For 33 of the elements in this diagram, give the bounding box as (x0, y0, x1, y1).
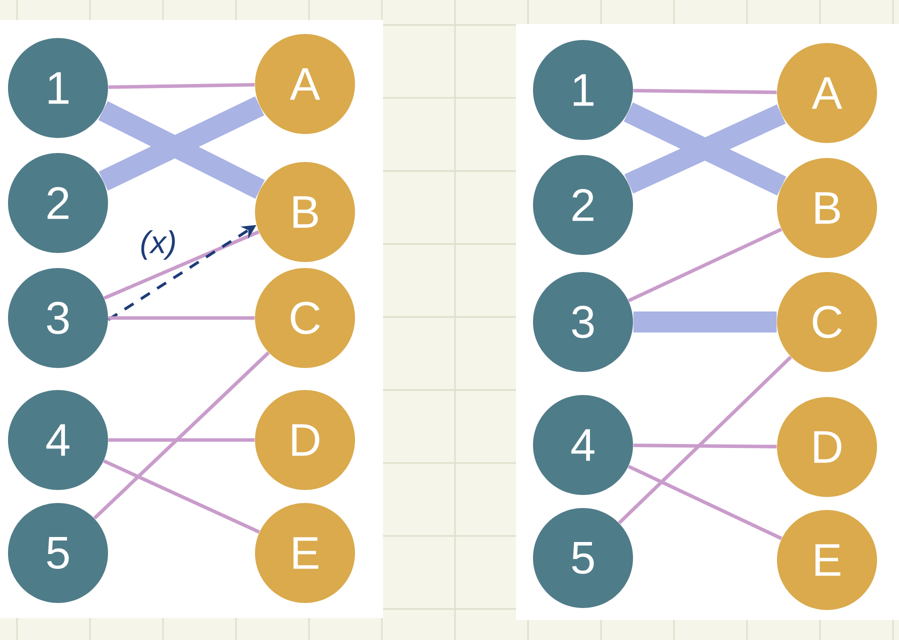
edge-line (628, 464, 782, 540)
circle-node: E (255, 502, 355, 603)
circle-node: E (777, 510, 877, 610)
edge-line (633, 444, 777, 448)
circle-node: 1 (533, 40, 633, 140)
circle-node: C (777, 272, 877, 372)
circle-node: 5 (8, 502, 108, 603)
circle-node: 3 (533, 272, 633, 372)
circle-node: C (255, 268, 355, 368)
circle-node: B (777, 158, 877, 258)
circle-node: A (777, 42, 877, 143)
edge-line (633, 88, 777, 94)
edge-line (108, 438, 255, 442)
circle-node: D (777, 397, 877, 497)
edge-label: (x) (141, 230, 175, 260)
edge-line (103, 459, 260, 534)
edge-line (618, 356, 792, 524)
circle-node: 2 (533, 154, 633, 255)
circle-node: D (255, 390, 355, 490)
circle-node: B (255, 162, 355, 262)
circle-node: 4 (8, 390, 108, 490)
circle-node: 1 (8, 38, 108, 138)
edge-line (108, 83, 255, 89)
circle-node: A (255, 34, 355, 134)
edge-line (628, 228, 782, 302)
circle-node: 4 (533, 394, 633, 495)
edge-line (108, 316, 255, 320)
circle-node: 2 (8, 152, 108, 253)
circle-node: 5 (533, 508, 633, 608)
edge-line (633, 311, 777, 333)
edge-line (93, 351, 270, 520)
circle-node: 3 (8, 268, 108, 368)
edge-line (104, 230, 260, 300)
